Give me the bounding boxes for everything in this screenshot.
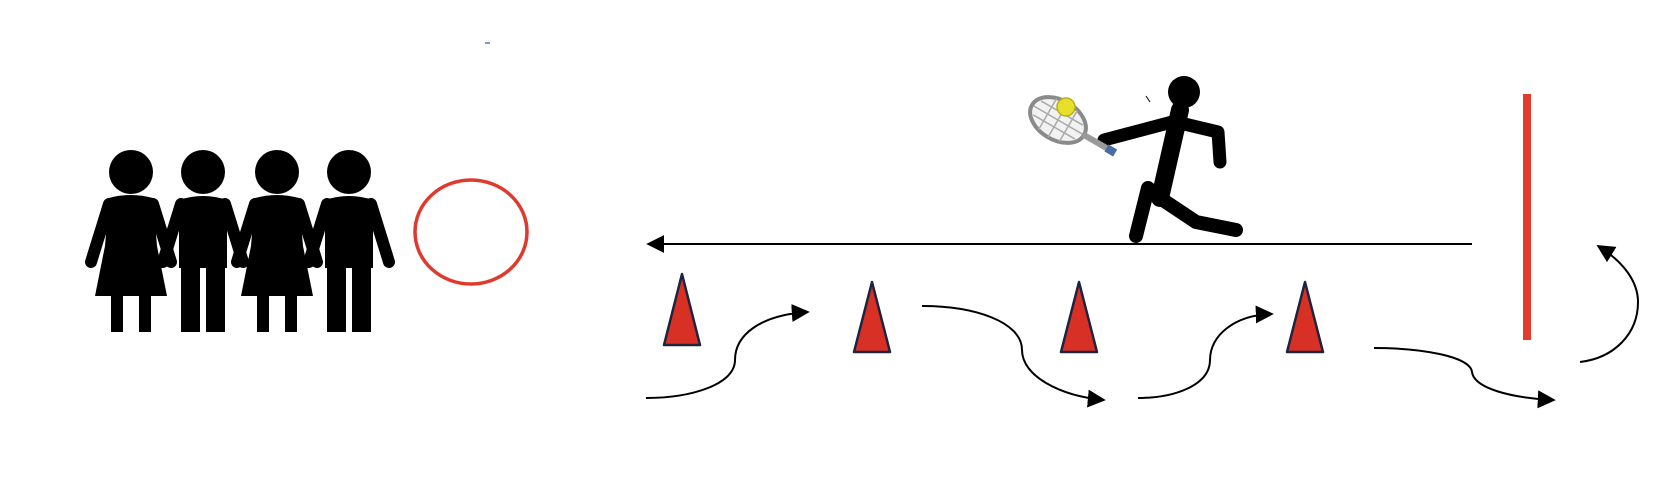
cone-icon <box>1285 280 1325 354</box>
cone-icon <box>662 272 702 347</box>
hoop-icon <box>413 178 529 286</box>
child-figure-icon <box>85 150 177 332</box>
cones-row <box>662 272 1325 354</box>
player-back-leg <box>1153 191 1243 237</box>
child-figure-icon <box>231 150 323 332</box>
weave-arrow-icon <box>921 305 1106 408</box>
child-figure-icon <box>157 150 249 332</box>
weave-path <box>645 245 1640 409</box>
player-racket-arm <box>1097 115 1179 147</box>
weave-arrow-icon <box>1373 347 1556 409</box>
player-head <box>1168 76 1200 108</box>
child-figure-icon <box>303 150 395 332</box>
weave-arrow-icon <box>1137 305 1274 399</box>
tennis-ball-icon <box>1056 97 1076 117</box>
tennis-racket-icon <box>1028 95 1118 157</box>
cone-icon <box>852 280 892 354</box>
children-group-icon <box>85 150 395 332</box>
cone-icon <box>1059 280 1099 354</box>
weave-arrow-icon <box>1579 245 1640 363</box>
weave-arrow-icon <box>645 304 810 399</box>
tennis-player-icon <box>1097 76 1243 243</box>
player-back-arm <box>1169 115 1227 169</box>
